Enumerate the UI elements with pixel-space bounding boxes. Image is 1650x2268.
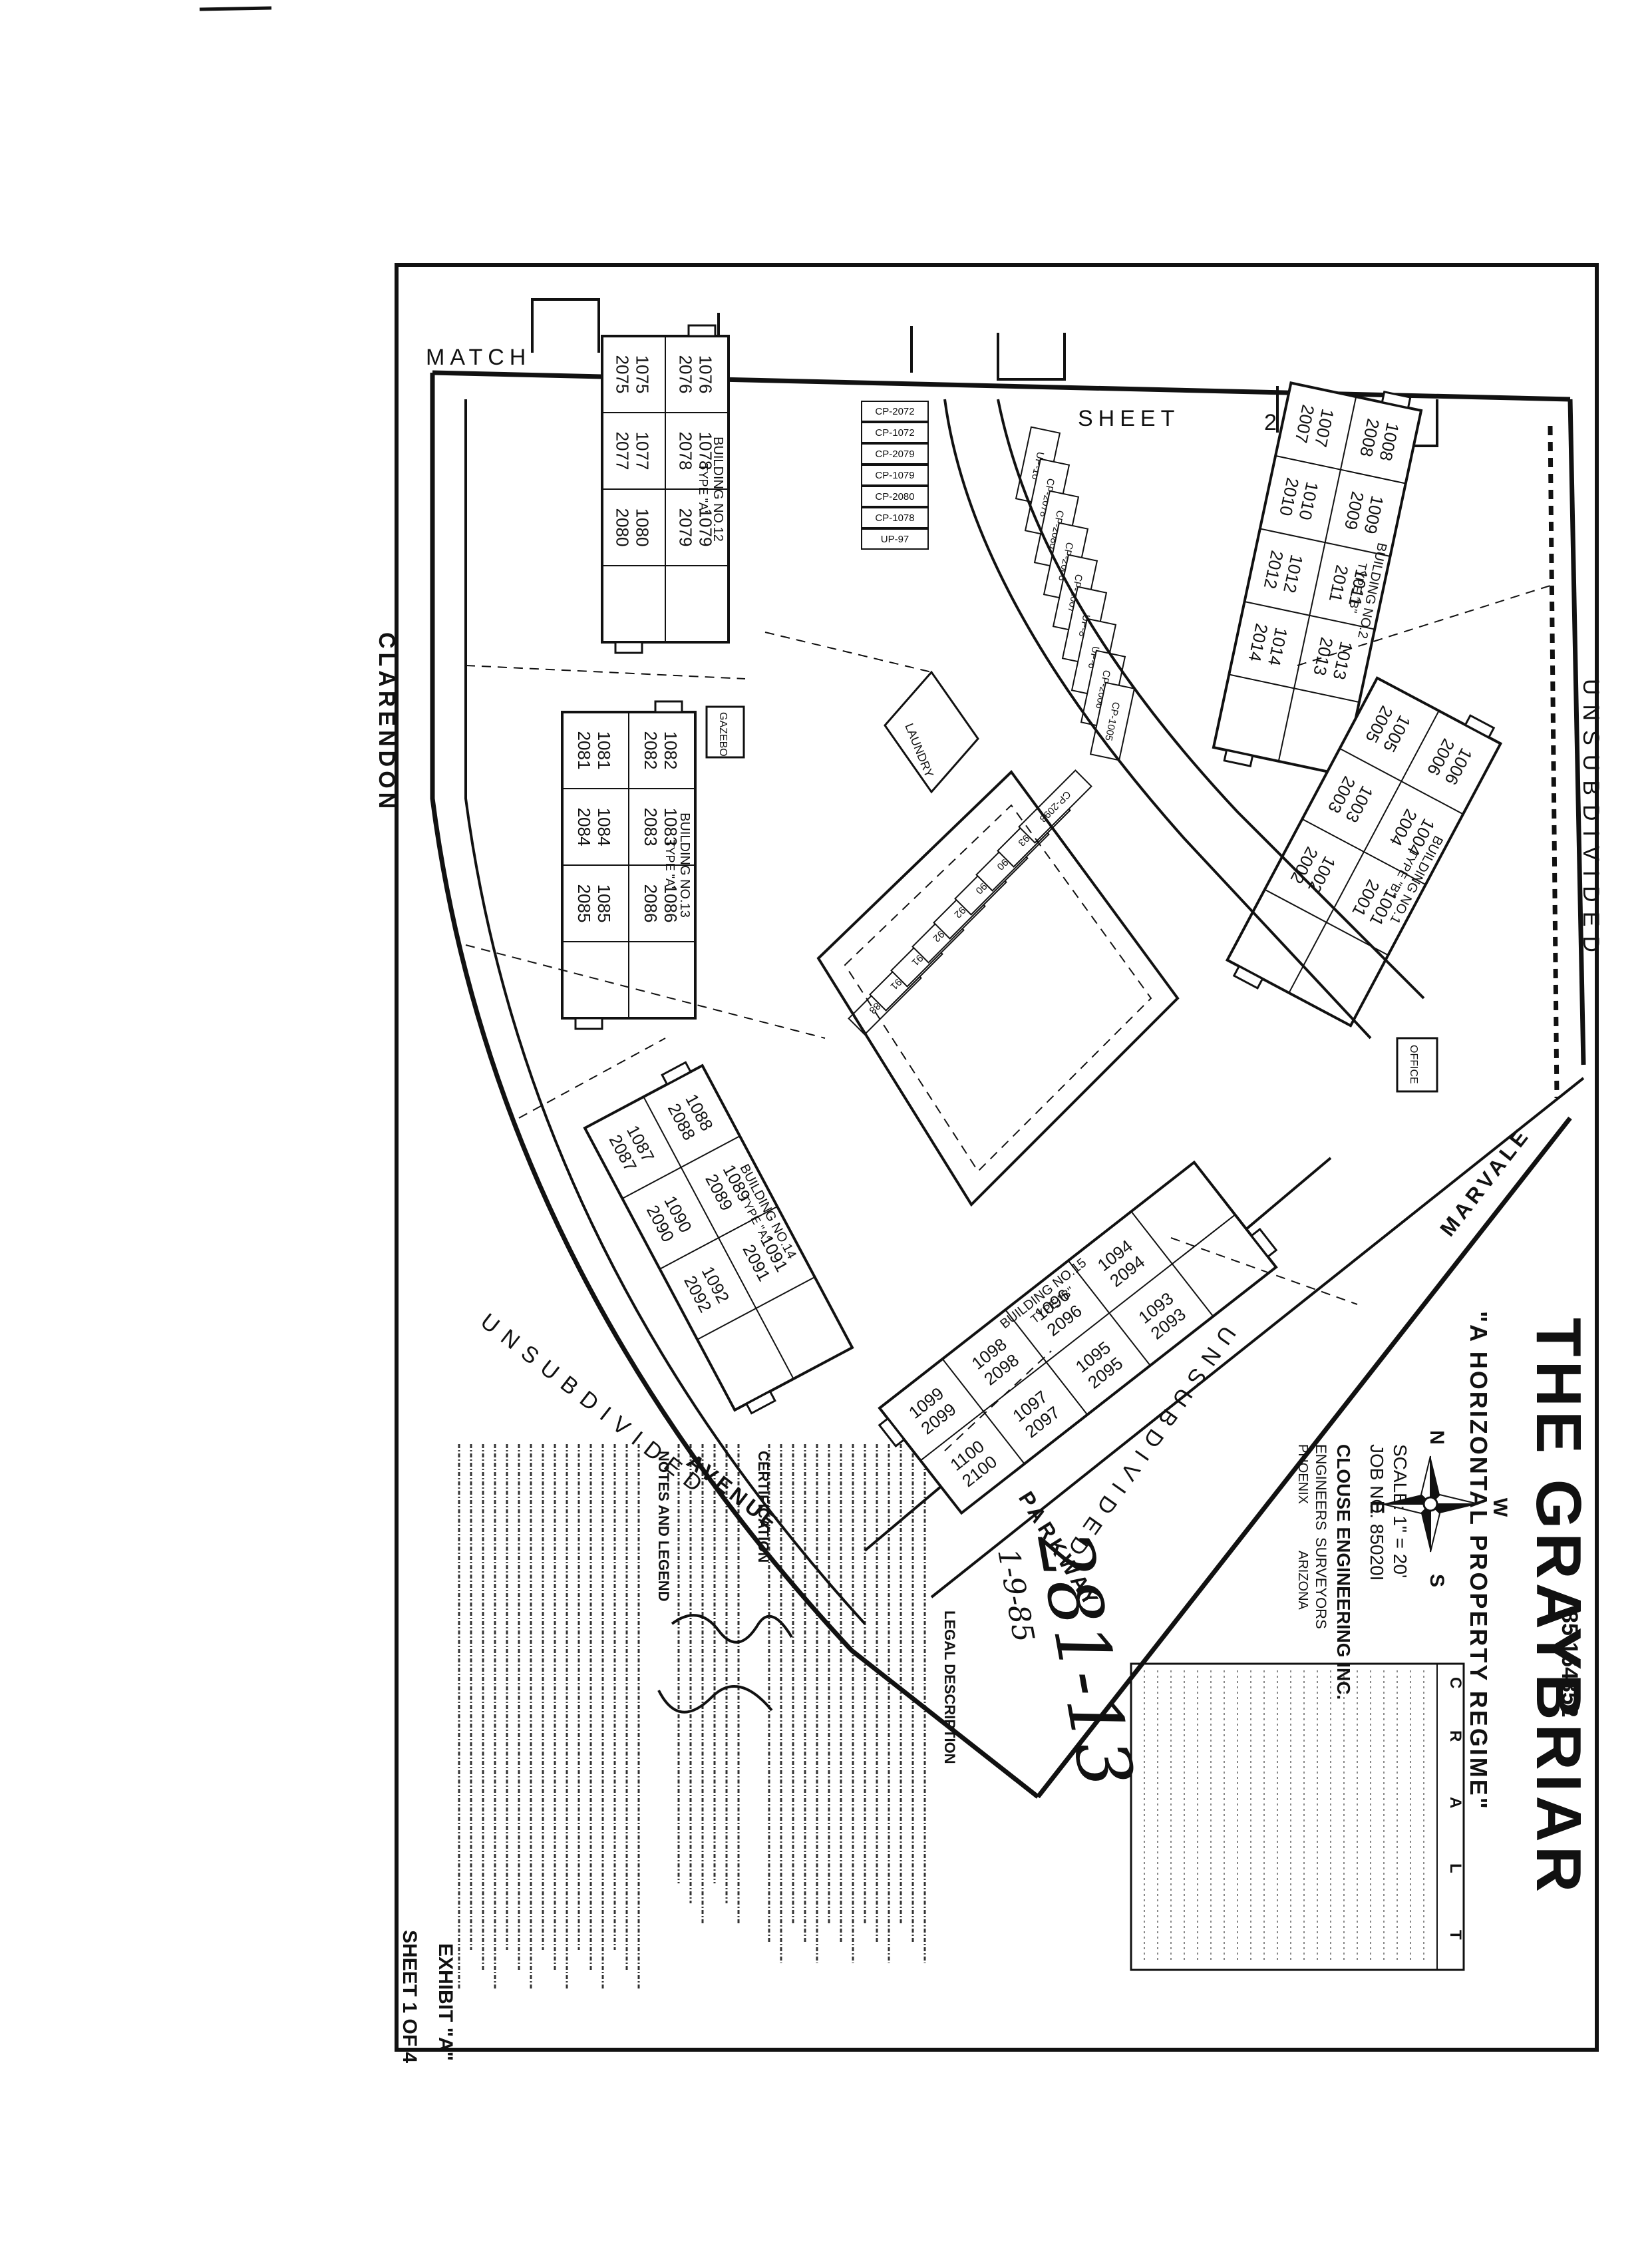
unit-number: 2078 xyxy=(676,432,696,471)
stall-id: CP-2080 xyxy=(875,491,914,502)
unit-number: 1080 xyxy=(633,508,653,547)
engineer-city: PHOENIX xyxy=(1295,1444,1310,1504)
parking-stall: CP-1078 xyxy=(861,507,929,528)
sheet-border xyxy=(395,263,1599,2052)
building-name: BUILDING NO.12 xyxy=(711,437,725,542)
office: OFFICE xyxy=(1396,1037,1438,1093)
plat-subtitle: "A HORIZONTAL PROPERTY REGIME" xyxy=(1465,1311,1492,1811)
curve-head-a: A xyxy=(1446,1797,1464,1808)
unit-number: 1084 xyxy=(594,808,614,847)
unit-number: 1075 xyxy=(633,355,653,394)
stall-id: CP-1079 xyxy=(875,470,914,481)
parking-stall: CP-1079 xyxy=(861,465,929,486)
gazebo: GAZEBO xyxy=(705,705,745,759)
building-4: 1006200610052005100420041003200310012001… xyxy=(1225,676,1503,1028)
curve-head-r: R xyxy=(1446,1730,1464,1742)
scale-label: SCALE: 1" = 20' xyxy=(1390,1444,1410,1578)
building-type: TYPE "A" xyxy=(663,840,677,891)
unit-number: 1081 xyxy=(594,731,614,770)
curve-table: C R A L T xyxy=(1130,1662,1465,1971)
parking-stall: CP-1005 xyxy=(1089,681,1136,761)
unsubdivided-west: UNSUBDIVIDED xyxy=(476,1308,714,1503)
match-word-1: MATCH xyxy=(426,345,531,370)
laundry: LAUNDRY xyxy=(884,670,979,794)
unit-number: 2085 xyxy=(574,884,594,923)
unit-number: 2076 xyxy=(676,355,696,394)
stall-id: CP-2072 xyxy=(875,406,914,417)
unit-number: 2081 xyxy=(574,731,594,770)
scan-mark xyxy=(199,6,272,11)
unit-number: 1086 xyxy=(661,884,681,923)
unit-number: 2086 xyxy=(641,884,661,923)
drive-aisles xyxy=(816,399,1425,1207)
stall-id: CP-2079 xyxy=(875,449,914,460)
stall-id: CP-1078 xyxy=(875,512,914,524)
north-arrow-icon xyxy=(1382,1455,1479,1553)
building-name: BUILDING NO.13 xyxy=(677,813,692,918)
unit-number: 1079 xyxy=(696,508,716,547)
legal-description: LEGAL DESCRIPTION CERTIFICATION NOTES AN… xyxy=(458,1444,958,1990)
dimension-lines xyxy=(465,585,1551,1451)
building-type: TYPE "A" xyxy=(697,464,710,515)
legal-heading: LEGAL DESCRIPTION xyxy=(941,1610,958,1764)
curve-head-c: C xyxy=(1446,1677,1464,1688)
unit-number: 2079 xyxy=(676,508,696,547)
svg-text:GAZEBO: GAZEBO xyxy=(717,712,729,757)
curve-head-t: T xyxy=(1446,1930,1464,1940)
unit-number: 2077 xyxy=(613,432,633,471)
unsubdivided-east: UNSUBDIVIDED xyxy=(1578,679,1603,962)
match-word-4: 2 xyxy=(1264,410,1282,435)
sheet-label: SHEET 1 OF 4 xyxy=(399,1930,420,2063)
engineer-line-2: SURVEYORS xyxy=(1313,1537,1329,1629)
unit-number: 1083 xyxy=(661,808,681,847)
unit-number: 2082 xyxy=(641,731,661,770)
parking-stall: CP-2079 xyxy=(861,443,929,465)
unit-number: 1077 xyxy=(633,432,653,471)
unit-number: 1078 xyxy=(696,432,716,471)
parking-stall: CP-2072 xyxy=(861,401,929,422)
street-clarendon: CLARENDON xyxy=(374,632,399,813)
stall-id: CP-1072 xyxy=(875,427,914,439)
compass-s: S xyxy=(1426,1574,1448,1587)
engineer-state: ARIZONA xyxy=(1295,1551,1310,1610)
building-3: 1008200810072007100920091010201010112011… xyxy=(1212,381,1423,777)
unit-number: 1076 xyxy=(696,355,716,394)
exhibit-label: EXHIBIT "A" xyxy=(434,1943,456,2061)
notes-heading: NOTES AND LEGEND xyxy=(655,1451,672,1602)
parking-row-east: UP-10CP-2078CP-2080CP-2008CP-1007UP-8UP-… xyxy=(1015,426,1136,761)
stall-id: UP-97 xyxy=(881,534,909,545)
parking-stall: CP-2080 xyxy=(861,486,929,507)
curve-head-l: L xyxy=(1446,1863,1464,1873)
parking-row-north: CP-2072CP-1072CP-2079CP-1079CP-2080CP-10… xyxy=(861,401,929,550)
job-number: JOB NO. 85020I xyxy=(1367,1444,1387,1581)
unit-number: 1085 xyxy=(594,884,614,923)
unit-number: 2075 xyxy=(613,355,633,394)
unit-number: 2084 xyxy=(574,808,594,847)
match-word-3: SHEET xyxy=(1078,406,1180,431)
unit-number: 2080 xyxy=(613,508,633,547)
recording-number: 85 164352 xyxy=(1557,1610,1582,1718)
handwritten-ref: 281-13 xyxy=(1021,1525,1149,1794)
building-5: 1088208810872087108920891090209010912091… xyxy=(583,1061,854,1415)
engineer-line-1: ENGINEERS xyxy=(1313,1444,1329,1531)
parking-stall: CP-1072 xyxy=(861,422,929,443)
compass-w: W xyxy=(1489,1498,1511,1517)
building-6: 1099209911002100109820981097209710962096… xyxy=(878,1160,1278,1515)
compass-e: E xyxy=(1366,1501,1388,1514)
parking-stall: UP-97 xyxy=(861,528,929,550)
compass-n: N xyxy=(1426,1430,1448,1445)
signature-seal xyxy=(657,1614,793,1714)
plat-title: THE GRAYBRIAR xyxy=(1523,1318,1594,1896)
unit-number: 2083 xyxy=(641,808,661,847)
unit-number: 1082 xyxy=(661,731,681,770)
engineer-name: CLOUSE ENGINEERING INC. xyxy=(1333,1444,1354,1700)
svg-text:OFFICE: OFFICE xyxy=(1408,1045,1419,1084)
